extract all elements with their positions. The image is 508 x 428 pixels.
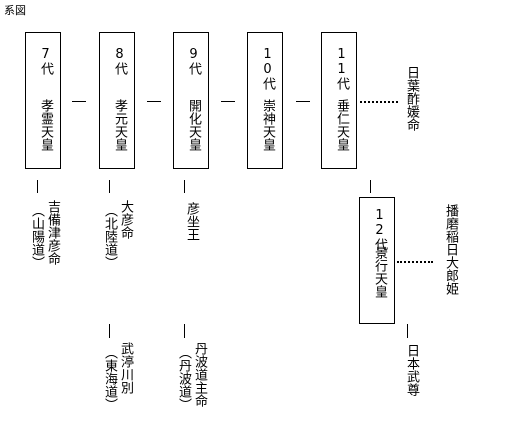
descent-line xyxy=(184,324,185,338)
emperor-box-11: 11代 垂仁天皇 xyxy=(321,32,357,169)
emperor-box-12: 12代 景行天皇 xyxy=(359,197,395,324)
emperor-name: 孝元天皇 xyxy=(112,99,127,151)
emperor-box-9: 9代 開化天皇 xyxy=(173,32,209,169)
emperor-box-7: 7代 孝霊天皇 xyxy=(25,32,61,169)
person-name: 日本武尊 xyxy=(404,344,419,396)
descent-line xyxy=(109,180,110,193)
person-name: 吉備津彦命 xyxy=(45,200,60,265)
emperor-generation: 12代 xyxy=(372,208,387,251)
emperor-generation: 9代 xyxy=(186,47,201,75)
succession-line xyxy=(296,101,310,102)
region-label: （山陽道） xyxy=(29,204,44,269)
emperor-name: 孝霊天皇 xyxy=(38,99,53,151)
person-name: 大彦命 xyxy=(118,200,133,239)
emperor-generation: 11代 xyxy=(334,47,349,90)
emperor-generation: 8代 xyxy=(112,47,127,75)
region-label: （北陸道） xyxy=(102,204,117,269)
diagram-title: 系図 xyxy=(4,4,26,17)
emperor-name: 開化天皇 xyxy=(186,99,201,151)
descent-line xyxy=(370,180,371,193)
region-label: （東海道） xyxy=(102,346,117,411)
marriage-dotted-line xyxy=(360,101,398,103)
emperor-generation: 10代 xyxy=(260,47,275,90)
person-name: 武渟川別 xyxy=(118,342,133,394)
descent-line xyxy=(37,180,38,193)
succession-line xyxy=(72,101,86,102)
emperor-name: 景行天皇 xyxy=(372,246,387,298)
descent-line xyxy=(109,324,110,338)
descent-line xyxy=(407,324,408,338)
emperor-box-8: 8代 孝元天皇 xyxy=(99,32,135,169)
person-name: 彦坐王 xyxy=(184,202,199,241)
person-name: 播磨稲日大郎姫 xyxy=(443,204,458,295)
emperor-name: 崇神天皇 xyxy=(260,99,275,151)
emperor-box-10: 10代 崇神天皇 xyxy=(247,32,283,169)
region-label: （丹波道） xyxy=(176,346,191,411)
succession-line xyxy=(221,101,235,102)
person-name: 日葉酢媛命 xyxy=(404,66,419,131)
descent-line xyxy=(184,180,185,193)
marriage-dotted-line xyxy=(397,261,433,263)
emperor-name: 垂仁天皇 xyxy=(334,99,349,151)
succession-line xyxy=(147,101,161,102)
emperor-generation: 7代 xyxy=(38,47,53,75)
person-name: 丹波道主命 xyxy=(192,342,207,407)
